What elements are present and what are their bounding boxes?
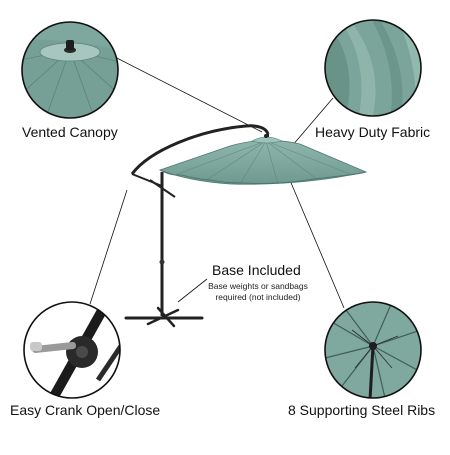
label-base-note: Base weights or sandbags required (not i…: [200, 281, 316, 303]
easy-crank-detail: [23, 301, 121, 399]
cross-base: [124, 306, 204, 328]
base-note-line-2: required (not included): [215, 292, 301, 302]
label-heavy-duty-fabric: Heavy Duty Fabric: [315, 124, 431, 140]
label-base-included: Base Included: [212, 262, 301, 278]
main-umbrella: [124, 124, 368, 328]
label-vented-canopy: Vented Canopy: [22, 124, 118, 140]
cantilever-arm: [130, 124, 270, 175]
base-note-line-1: Base weights or sandbags: [208, 281, 308, 291]
vented-canopy-detail: [21, 21, 119, 119]
steel-ribs-detail: [324, 301, 422, 399]
heavy-duty-fabric-detail: [324, 19, 422, 117]
callout-lines: [89, 55, 345, 309]
label-easy-crank: Easy Crank Open/Close: [10, 402, 161, 418]
label-steel-ribs: 8 Supporting Steel Ribs: [288, 402, 436, 418]
